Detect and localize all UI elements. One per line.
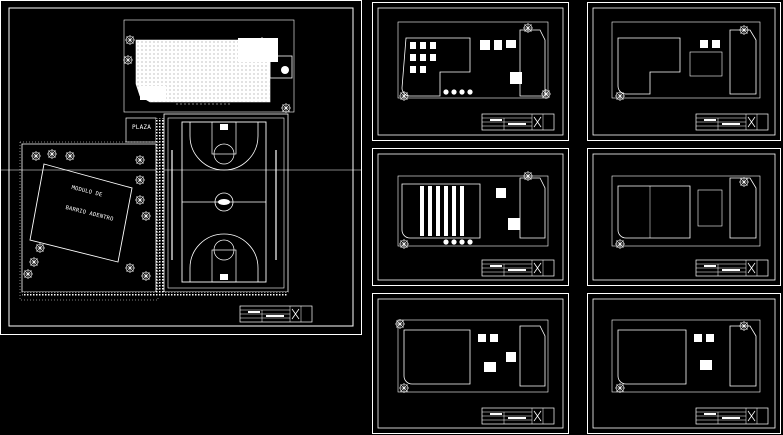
site-plan-title-block (239, 305, 313, 323)
sheet-1 (372, 2, 569, 141)
sheet-grid (372, 2, 781, 434)
sheet-4 (587, 148, 781, 286)
sports-court (163, 113, 289, 293)
plaza-label: PLAZA (132, 124, 152, 131)
sheet-5 (372, 293, 569, 434)
sheet-3 (372, 148, 569, 286)
main-building (123, 19, 295, 113)
site-plan (0, 0, 362, 335)
sheet-2 (587, 2, 781, 141)
site-plan-outer-border (0, 0, 362, 335)
sheet-6 (587, 293, 781, 434)
health-module-parcel (19, 141, 159, 301)
site-plan-inner-border (8, 7, 354, 327)
